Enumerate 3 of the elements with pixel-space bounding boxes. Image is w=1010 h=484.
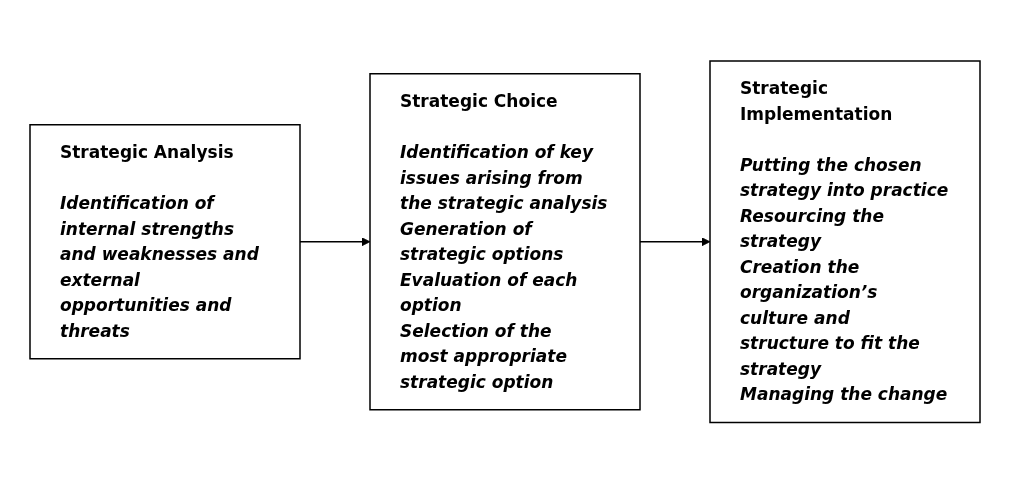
node-box: Strategic Choice Identification of key issues arising from the strategic analysis Generation of strategic options Evaluation of each option Selection of the most appropriate strategic option: [369, 73, 641, 411]
node-box: Strategic Analysis Identification of internal strengths and weaknesses and external opportunities and threats: [29, 124, 301, 360]
node-box: Strategic Implementation Putting the chosen strategy into practice Resourcing the strategy Creation the organization’s culture and structure to fit the strategy Managing the change: [709, 60, 981, 424]
